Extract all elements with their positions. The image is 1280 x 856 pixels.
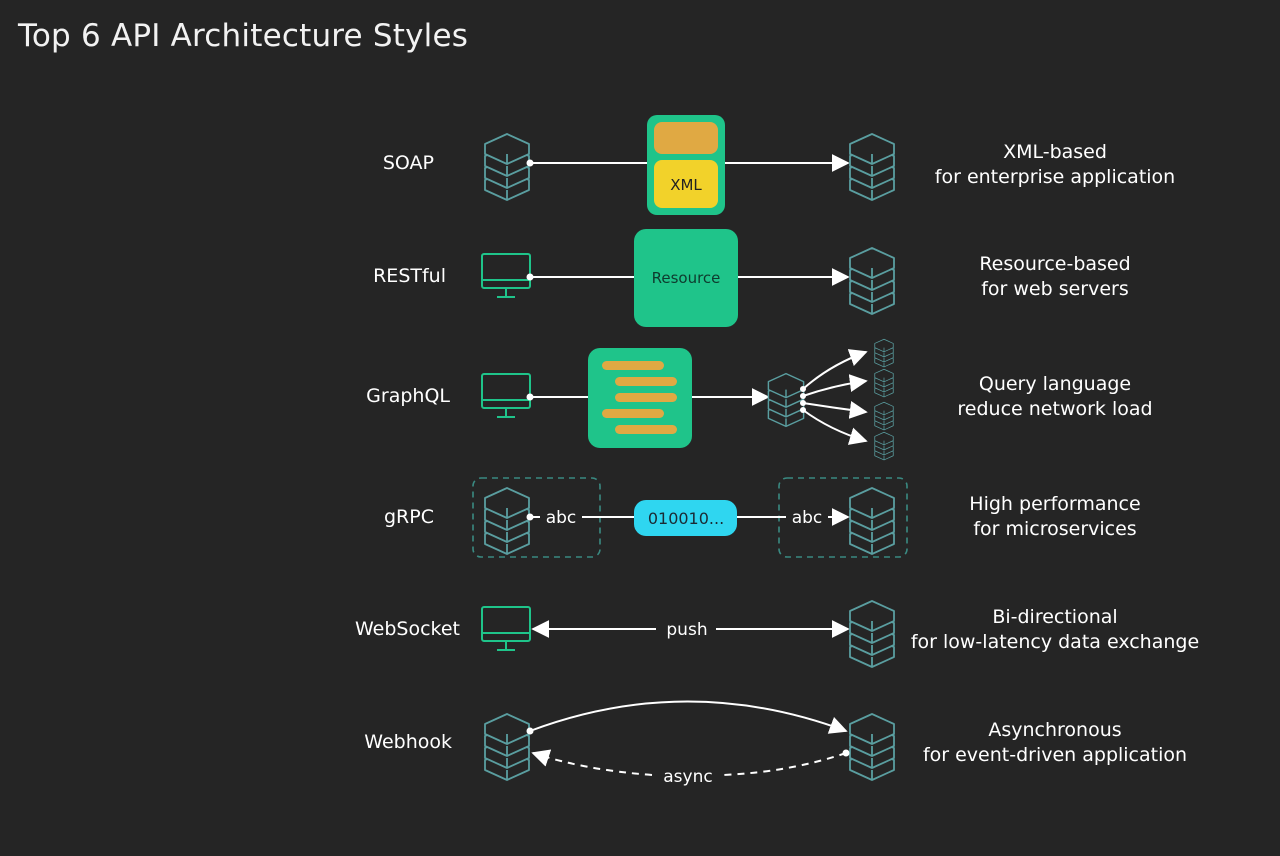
description-line: High performance [969,493,1141,515]
server-stack-icon [849,247,895,315]
description-webhook: Asynchronous for event-driven applicatio… [900,718,1210,768]
server-stack-icon [849,713,895,781]
binary-label: 010010... [648,509,724,528]
query-line [615,425,677,434]
connection-dot [526,393,534,401]
connection-dot [842,749,850,757]
server-stack-icon [849,133,895,201]
style-name-soap: SOAP [382,152,434,174]
description-line: for low-latency data exchange [910,631,1200,653]
binary-payload [634,500,737,536]
server-stack-icon [767,372,805,428]
async-label: async [663,767,712,787]
fanout-arrow [802,349,868,390]
callback-arrow [529,700,848,734]
push-label: push [666,620,707,640]
server-stack-icon [484,133,530,201]
description-websocket: Bi-directional for low-latency data exch… [900,605,1210,655]
row-soap: XML [484,115,895,215]
server-stack-icon [849,487,895,555]
server-stack-icon [874,338,894,368]
description-line: Query language [978,373,1132,395]
style-name-restful: RESTful [373,265,446,287]
style-name-webhook: Webhook [364,731,452,753]
description-line: XML-based [1003,141,1107,163]
row-webhook: async [484,700,895,787]
style-name-websocket: WebSocket [354,618,460,640]
description-line: Asynchronous [988,719,1122,741]
description-grpc: High performance for microservices [900,492,1210,542]
monitor-icon [481,606,531,651]
resource-label: Resource [652,269,721,287]
monitor-icon [481,253,531,298]
style-name-graphql: GraphQL [366,385,450,407]
server-stack-icon [849,600,895,668]
deserialize-label: abc [792,508,823,528]
description-line: for microservices [973,518,1137,540]
description-line: Resource-based [979,253,1131,275]
connection-dot [526,727,534,735]
xml-label: XML [670,176,702,194]
fanout-arrow [802,409,868,445]
query-line [615,377,677,386]
query-line [615,393,677,402]
description-line: reduce network load [957,398,1153,420]
soap-header-block [654,122,718,154]
server-stack-icon [484,713,530,781]
description-soap: XML-based for enterprise application [900,140,1210,190]
serialize-label: abc [546,508,577,528]
fanout-arrow [802,374,868,397]
row-restful: Resource [481,229,895,327]
server-stack-icon [874,368,894,398]
query-line [602,409,664,418]
server-stack-icon [484,487,530,555]
description-line: Bi-directional [992,606,1118,628]
server-stack-icon [874,431,894,461]
connection-dot [526,273,534,281]
row-websocket: push [481,600,895,668]
server-stack-icon [874,401,894,431]
connection-dot [526,159,534,167]
description-restful: Resource-based for web servers [900,252,1210,302]
description-line: for web servers [981,278,1129,300]
description-line: for enterprise application [934,166,1176,188]
row-graphql [481,338,894,461]
async-arrow [531,749,653,776]
query-line [602,361,664,370]
xml-body-block [654,160,718,208]
description-graphql: Query language reduce network load [900,372,1210,422]
resource-box [634,229,738,327]
async-arrow [722,752,847,776]
row-grpc: abc 010010... abc [472,477,908,558]
fanout-arrow [802,401,868,419]
style-name-grpc: gRPC [384,506,434,528]
description-line: for event-driven application [922,744,1188,766]
monitor-icon [481,373,531,418]
page-title: Top 6 API Architecture Styles [18,18,469,54]
